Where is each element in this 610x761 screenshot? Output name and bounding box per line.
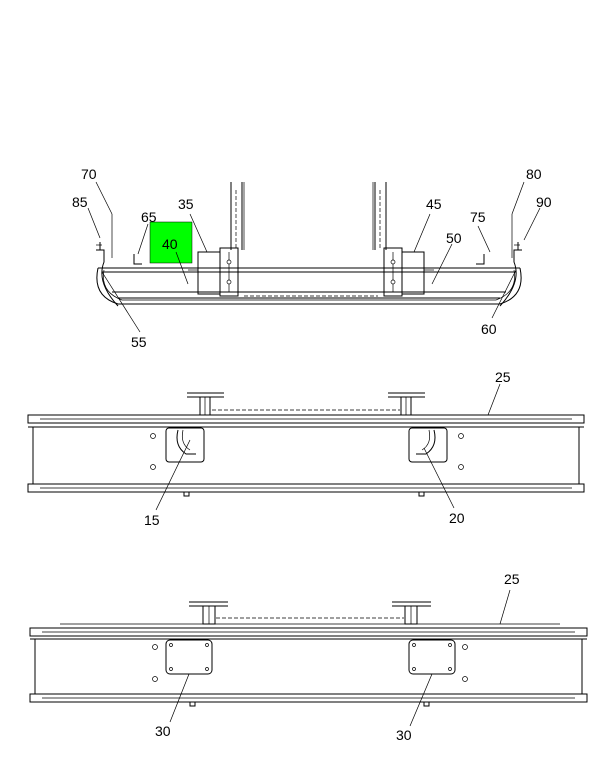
right-frame-rail [372,182,387,250]
callout-70: 70 [81,166,97,182]
callout-25-middle: 25 [495,369,511,385]
right-top-mount [388,392,425,416]
callout-90: 90 [536,194,552,210]
bottom-leader-lines [169,589,511,727]
top-view-bumper-assembly: 70 85 65 35 40 45 50 75 80 90 55 60 [72,166,552,350]
callout-85: 85 [72,194,88,210]
left-mounting-bracket [188,247,239,297]
highlight-part-40[interactable] [149,221,193,264]
right-top-mount-bottom [392,601,431,625]
left-cover-plate[interactable] [152,639,213,682]
callout-50: 50 [446,230,462,246]
left-foot-middle [183,491,190,497]
callout-60: 60 [481,321,497,337]
bottom-view-bumper-front: 25 30 30 [29,571,588,743]
left-tow-hook[interactable] [150,427,205,470]
callout-80: 80 [526,166,542,182]
middle-view-bumper-front: 25 15 20 [27,369,585,528]
left-frame-rail [230,182,245,250]
callout-45: 45 [426,196,442,212]
right-foot-bottom [423,701,430,707]
bumper-bar-top [96,267,522,305]
callout-15: 15 [144,512,160,528]
callout-40: 40 [162,236,178,252]
left-small-bracket [133,254,142,265]
callout-55: 55 [131,334,147,350]
callout-30-right: 30 [396,727,412,743]
callout-35: 35 [178,196,194,212]
bumper-body-bottom [29,623,588,703]
left-foot-bottom [189,701,196,707]
right-foot-middle [418,491,425,497]
right-tow-hook[interactable] [408,427,464,470]
right-small-bracket [476,254,485,265]
cross-member [238,291,384,297]
right-end-cap [499,242,522,307]
callout-25-bottom: 25 [504,571,520,587]
left-top-mount [187,392,224,416]
right-cover-plate[interactable] [408,639,468,682]
callout-75: 75 [470,209,486,225]
middle-leader-lines [155,383,501,511]
callout-20: 20 [449,510,465,526]
left-top-mount-bottom [189,601,228,625]
top-leader-lines [87,181,541,333]
left-end-cap [96,242,119,307]
callout-65: 65 [141,209,157,225]
right-mounting-bracket [383,247,434,297]
bumper-body-middle [27,414,585,493]
callout-30-left: 30 [155,723,171,739]
